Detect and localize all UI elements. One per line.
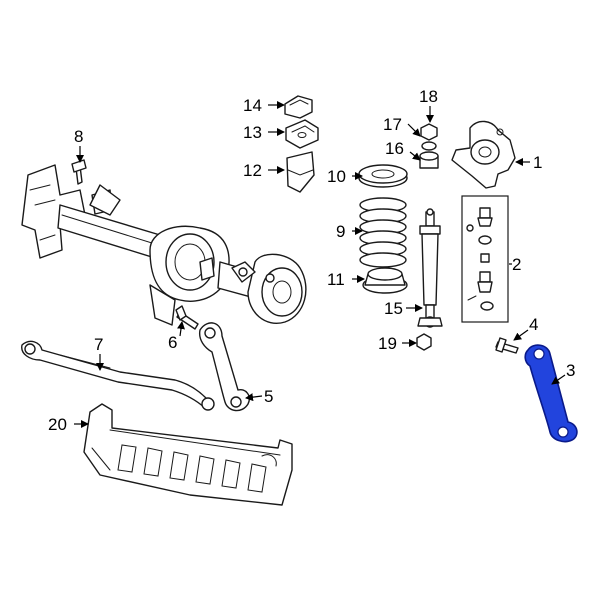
track-bar-part-7 (21, 340, 215, 411)
upper-pad-part-14 (284, 95, 313, 119)
bumper-bracket-part-13 (285, 119, 319, 149)
ball-joint-kit-part-2 (461, 195, 509, 323)
nut-part-18 (420, 123, 438, 141)
callout-9: 9 (336, 222, 345, 241)
coil-spring-part-9 (359, 197, 407, 268)
callout-2: 2 (512, 255, 521, 274)
callout-6: 6 (168, 333, 177, 352)
callout-3: 3 (566, 361, 575, 380)
callout-12: 12 (243, 161, 262, 180)
front-axle-assembly (21, 164, 307, 326)
jounce-bumper-part-12 (286, 151, 315, 193)
callout-8: 8 (74, 127, 83, 146)
callout-numbers: 1 2 3 4 5 6 7 8 9 10 11 12 13 14 15 16 1… (48, 87, 575, 434)
callout-5: 5 (264, 387, 273, 406)
bushing-part-16 (419, 151, 439, 169)
callout-10: 10 (327, 167, 346, 186)
bolt-part-6 (175, 305, 199, 330)
spring-seat-part-11 (362, 267, 408, 294)
callout-15: 15 (384, 299, 403, 318)
leader-lines (74, 101, 566, 428)
callout-17: 17 (383, 115, 402, 134)
steering-knuckle-part-1 (451, 120, 516, 189)
callout-19: 19 (378, 334, 397, 353)
callout-20: 20 (48, 415, 67, 434)
callout-16: 16 (385, 139, 404, 158)
callout-18: 18 (419, 87, 438, 106)
upper-control-arm-part-3-highlighted (524, 344, 578, 443)
lower-control-arm-part-5 (198, 322, 250, 412)
callout-4: 4 (529, 315, 538, 334)
callout-13: 13 (243, 123, 262, 142)
nut-part-19 (416, 333, 432, 351)
spring-isolator-part-10 (358, 164, 408, 188)
skid-plate-part-20 (83, 403, 293, 506)
shock-absorber-part-15 (417, 208, 443, 328)
callout-11: 11 (327, 270, 345, 289)
callout-7: 7 (94, 335, 103, 354)
bolt-part-4 (495, 337, 519, 354)
callout-14: 14 (243, 96, 262, 115)
callout-1: 1 (533, 153, 542, 172)
bolt-part-8 (71, 159, 87, 185)
washer-part-17 (421, 141, 437, 151)
